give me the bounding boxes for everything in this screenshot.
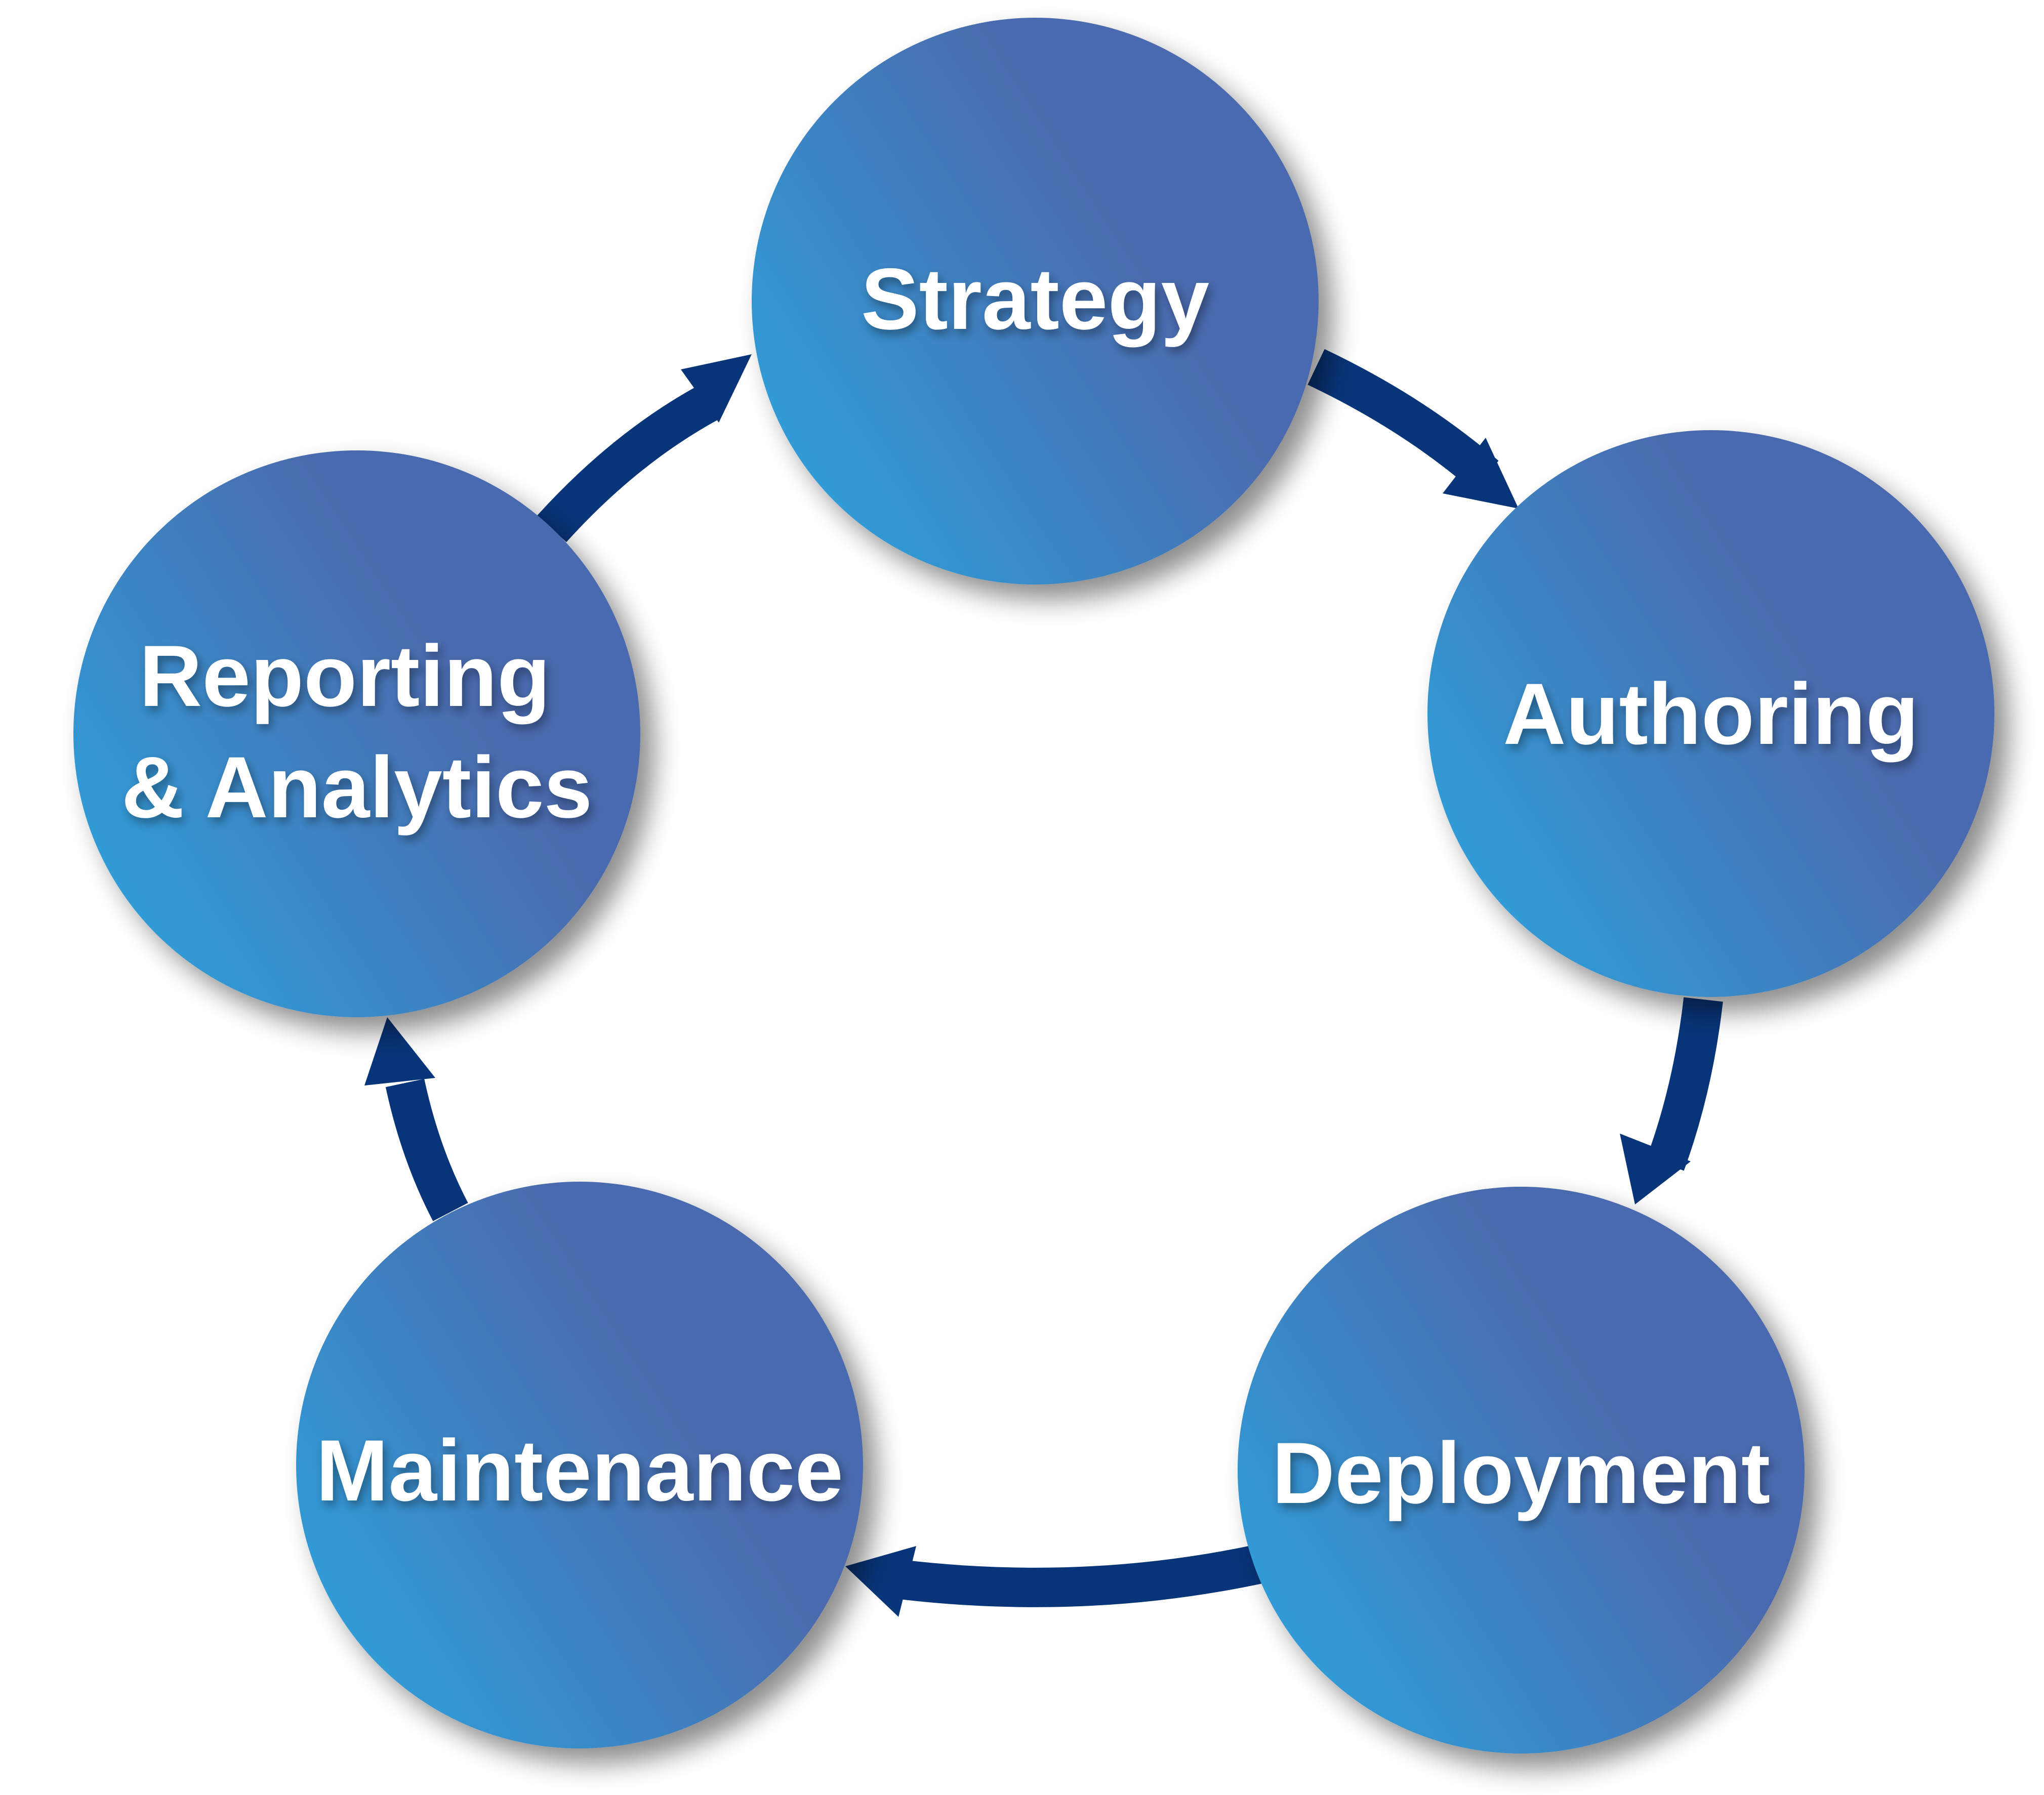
arrow-strategy-to-authoring-head <box>1443 438 1519 509</box>
arrow-deployment-to-maintenance-head <box>845 1546 916 1617</box>
stage-reporting-analytics: Reporting & Analytics <box>73 450 640 1017</box>
arrow-strategy-to-authoring <box>1307 349 1499 491</box>
stage-authoring-circle <box>1427 430 1994 997</box>
arrow-deployment-to-maintenance <box>893 1544 1265 1607</box>
connector-arrows <box>364 349 1723 1617</box>
stage-strategy-circle <box>752 18 1319 585</box>
stage-strategy: Strategy <box>752 18 1319 585</box>
stage-maintenance-circle <box>296 1182 863 1748</box>
stage-deployment: Deployment <box>1238 1187 1805 1754</box>
stage-reporting-analytics-label: Reporting & Analytics <box>121 628 592 836</box>
arrow-authoring-to-deployment-head <box>1620 1134 1691 1204</box>
arrow-reporting-to-strategy-head <box>681 354 752 423</box>
arrow-reporting-to-strategy <box>537 385 718 542</box>
stage-strategy-label: Strategy <box>861 251 1209 348</box>
arrow-authoring-to-deployment <box>1647 997 1723 1171</box>
stage-authoring-label: Authoring <box>1503 665 1919 763</box>
arrow-maintenance-to-reporting <box>385 1078 468 1222</box>
stage-deployment-circle <box>1238 1187 1805 1754</box>
arrow-maintenance-to-reporting-head <box>364 1017 435 1086</box>
stage-reporting-analytics-circle <box>73 450 640 1017</box>
stage-nodes: Strategy Authoring Deployment Maintenanc… <box>73 18 1994 1754</box>
stage-maintenance-label: Maintenance <box>316 1422 843 1519</box>
stage-authoring: Authoring <box>1427 430 1994 997</box>
stage-maintenance: Maintenance <box>296 1182 863 1748</box>
stage-deployment-label: Deployment <box>1272 1425 1770 1522</box>
